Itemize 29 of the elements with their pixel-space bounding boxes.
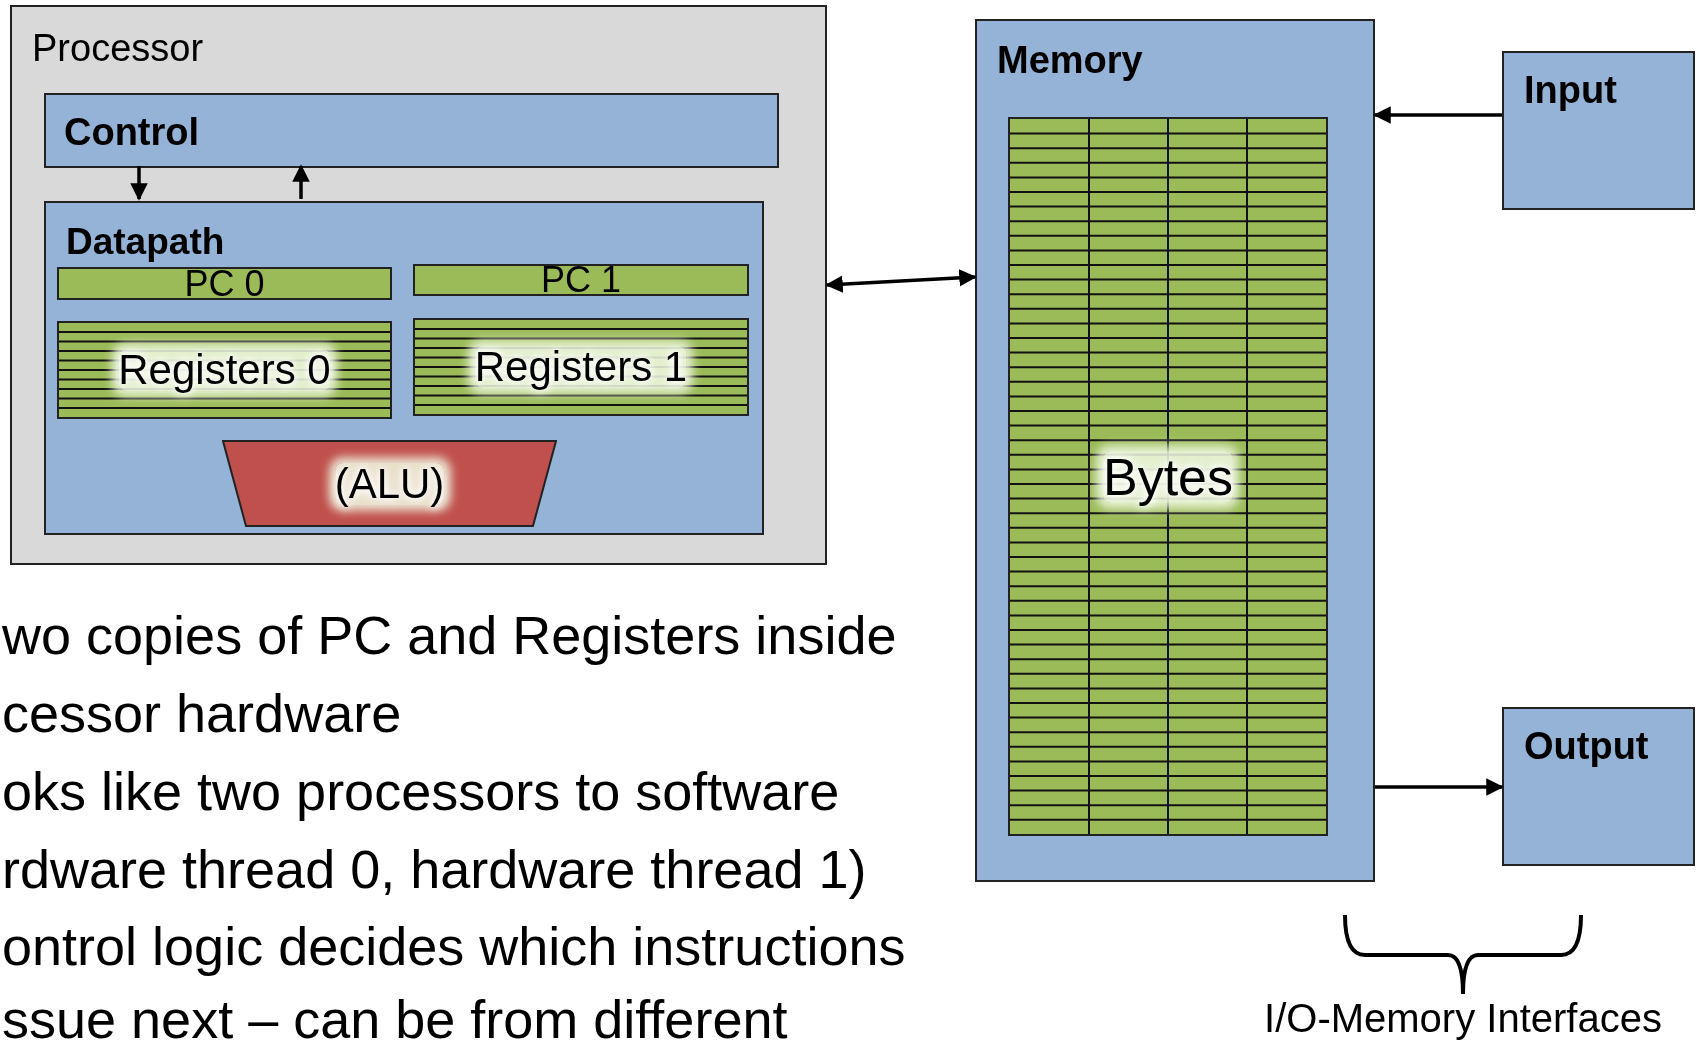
node-label: PC 1	[541, 262, 621, 298]
output-box	[1502, 707, 1695, 866]
register-file	[413, 318, 749, 416]
control-box	[44, 93, 779, 168]
alu-trapezoid	[222, 440, 557, 527]
bullet-text: ssue next – can be from different	[2, 992, 788, 1043]
node-label: Registers 0	[118, 349, 331, 391]
node-label: PC 0	[184, 265, 265, 302]
byte-grid	[1008, 117, 1328, 836]
node-label: Processor	[32, 29, 204, 67]
arrow	[292, 164, 310, 199]
brace-label: I/O-Memory Interfaces	[1264, 998, 1662, 1038]
register-file	[57, 321, 392, 419]
processor-box	[10, 5, 827, 565]
node-label: Input	[1524, 71, 1617, 109]
arrow	[1375, 778, 1504, 796]
bullet-text: cessor hardware	[2, 686, 402, 740]
memory-box	[975, 19, 1375, 882]
node-label: Control	[64, 113, 200, 151]
node-label: Datapath	[66, 223, 225, 260]
node-label: Output	[1524, 727, 1649, 765]
input-box	[1502, 51, 1695, 210]
arrow	[1373, 106, 1502, 124]
register-bar	[413, 264, 749, 296]
arrow	[825, 269, 977, 293]
register-bar	[57, 267, 392, 300]
arrow	[130, 166, 148, 201]
datapath-box	[44, 201, 764, 535]
node-label: Memory	[997, 41, 1143, 79]
